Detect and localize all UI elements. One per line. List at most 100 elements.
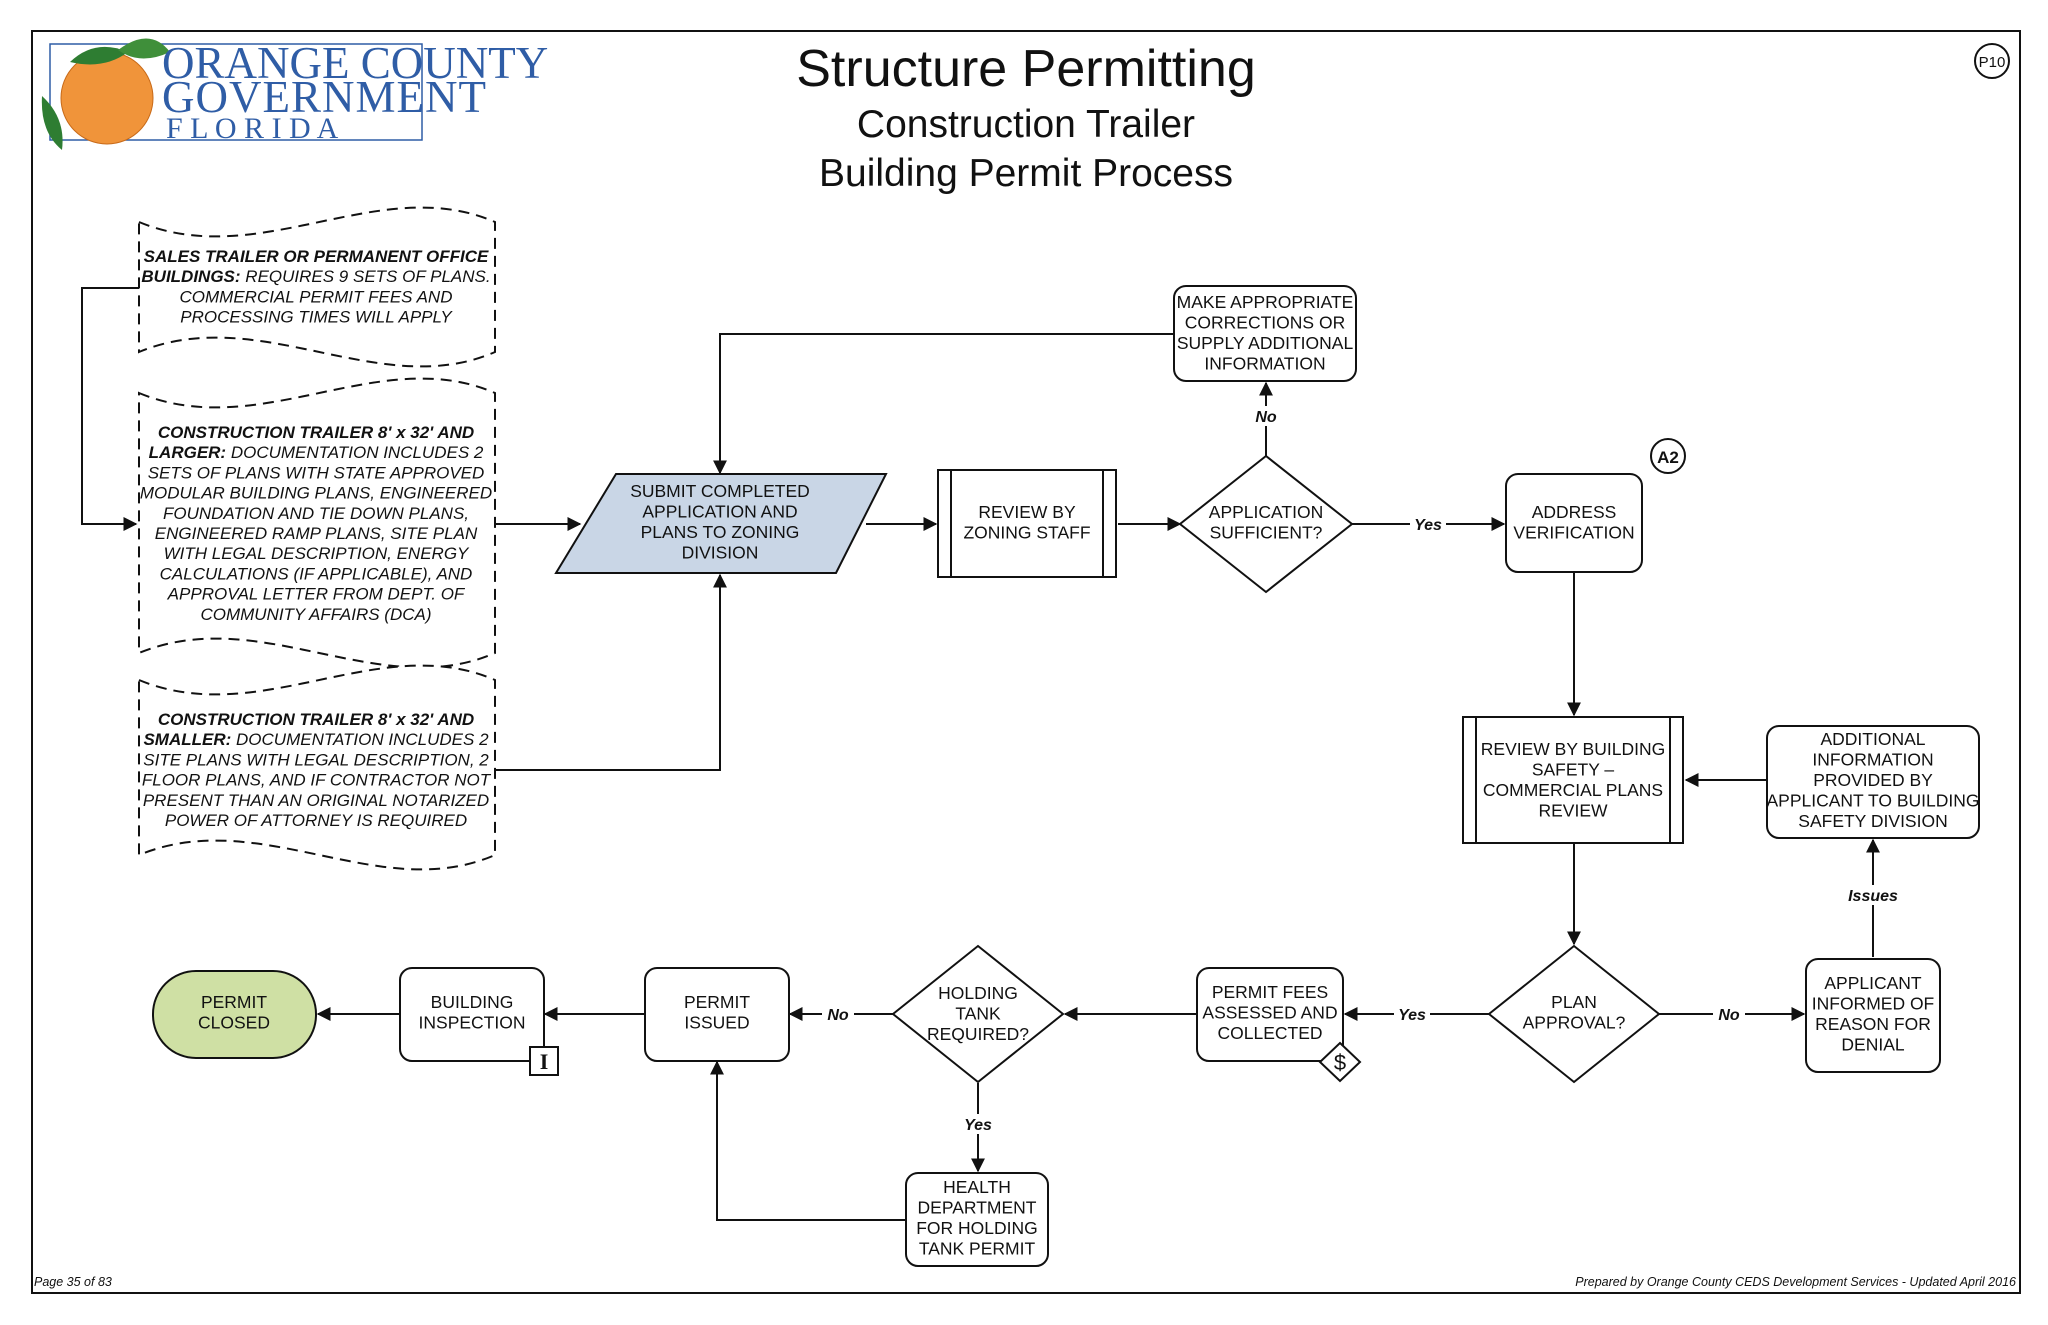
note-line: FOUNDATION AND TIE DOWN PLANS, [163, 504, 469, 523]
note-line: CALCULATIONS (IF APPLICABLE), AND [160, 564, 473, 583]
note-regular-text: REQUIRES 9 SETS OF PLANS. [241, 267, 491, 286]
node-label-line: REVIEW BY [978, 502, 1076, 522]
node-label-line: APPLICATION [1209, 502, 1323, 522]
node-label-line: SAFETY DIVISION [1798, 811, 1947, 831]
rounded-box [1805, 958, 1941, 1073]
note-regular-text: POWER OF ATTORNEY IS REQUIRED [165, 811, 467, 830]
node-label-line: BUILDING [431, 992, 514, 1012]
note-line: MODULAR BUILDING PLANS, ENGINEERED [140, 484, 492, 503]
node-label-line: INFORMED OF [1812, 994, 1935, 1014]
node-label-line: ADDRESS [1532, 502, 1617, 522]
node-label-line: PLANS TO ZONING [641, 522, 800, 542]
rounded-box [905, 1172, 1049, 1267]
note-regular-text: FLOOR PLANS, AND IF CONTRACTOR NOT [142, 771, 492, 790]
label-backing [822, 1004, 854, 1024]
node-label-line: REVIEW [1538, 801, 1608, 821]
rounded-box [1766, 725, 1980, 839]
note-regular-text: SETS OF PLANS WITH STATE APPROVED [148, 463, 485, 482]
note-shape [138, 206, 496, 368]
node-label-line: CLOSED [198, 1013, 270, 1033]
rounded-box [1505, 473, 1643, 573]
note-line: POWER OF ATTORNEY IS REQUIRED [165, 811, 467, 830]
page-badge [1974, 43, 2010, 79]
rounded-box [644, 967, 790, 1062]
node-label-line: COMMERCIAL PLANS [1483, 780, 1663, 800]
note-line: CONSTRUCTION TRAILER 8' x 32' AND [158, 710, 474, 729]
page-subtitle-1: Construction Trailer [857, 103, 1195, 146]
node-label-line: PERMIT [201, 992, 267, 1012]
fee-badge [1318, 1041, 1362, 1083]
node-label-line: HOLDING [938, 983, 1018, 1003]
connector-health-to-issued [710, 1060, 906, 1221]
node-label-line: PLAN [1551, 992, 1597, 1012]
node-label-line: REASON FOR [1815, 1014, 1931, 1034]
connector-sales-to-larger [81, 287, 139, 531]
label-backing [1713, 1004, 1745, 1024]
node-label-line: ISSUED [684, 1013, 749, 1033]
note-regular-text: COMMUNITY AFFAIRS (DCA) [200, 605, 431, 624]
node-label-line: INFORMATION [1812, 750, 1933, 770]
decision-shape [1178, 454, 1354, 594]
leaf-icon [118, 38, 170, 59]
edge-label-yes-address: Yes [1414, 517, 1442, 534]
note-line: PROCESSING TIMES WILL APPLY [180, 308, 453, 327]
note-bold-text: SALES TRAILER OR PERMANENT OFFICE [144, 247, 489, 266]
rounded-box [1173, 285, 1357, 382]
node-label-line: TANK PERMIT [919, 1239, 1036, 1259]
note-regular-text: DOCUMENTATION INCLUDES 2 [226, 443, 484, 462]
edge-label-yes-fees: Yes [1398, 1007, 1426, 1024]
note-bold-text: LARGER: [149, 443, 226, 462]
node-label-line: MAKE APPROPRIATE [1177, 292, 1354, 312]
footer-page-number: Page 35 of 83 [34, 1275, 112, 1289]
node-label-line: SUPPLY ADDITIONAL [1177, 333, 1354, 353]
node-label-line: SAFETY – [1532, 760, 1615, 780]
logo-line-2: GOVERNMENT [162, 72, 487, 122]
note-line: COMMERCIAL PERMIT FEES AND [180, 287, 453, 306]
note-shape [138, 377, 496, 669]
note-line: SALES TRAILER OR PERMANENT OFFICE [144, 247, 489, 266]
process-shape [937, 469, 1117, 578]
node-label-line: CORRECTIONS OR [1185, 313, 1345, 333]
note-regular-text: PROCESSING TIMES WILL APPLY [180, 308, 453, 327]
inspection-badge [529, 1046, 559, 1076]
page-badge-label: P10 [1979, 54, 2006, 71]
note-line: SITE PLANS WITH LEGAL DESCRIPTION, 2 [143, 750, 489, 769]
node-label-line: INSPECTION [419, 1013, 526, 1033]
edge-label-no-issued: No [827, 1007, 849, 1024]
node-label-line: PROVIDED BY [1813, 770, 1933, 790]
note-shape [138, 664, 496, 871]
node-label-line: SUBMIT COMPLETED [630, 481, 810, 501]
label-backing [1410, 514, 1446, 534]
connector-corrections-to-submit [713, 333, 1174, 475]
note-line: PRESENT THAN AN ORIGINAL NOTARIZED [143, 791, 489, 810]
node-label-line: REVIEW BY BUILDING [1481, 739, 1665, 759]
page-title: Structure Permitting [796, 40, 1256, 98]
node-label-line: ZONING STAFF [963, 523, 1090, 543]
note-bold-text: CONSTRUCTION TRAILER 8' x 32' AND [158, 423, 474, 442]
note-line: APPROVAL LETTER FROM DEPT. OF [167, 585, 466, 604]
node-label-line: COLLECTED [1217, 1023, 1322, 1043]
note-regular-text: COMMERCIAL PERMIT FEES AND [180, 287, 453, 306]
node-label-line: SUFFICIENT? [1210, 523, 1323, 543]
rounded-box [1196, 967, 1344, 1062]
